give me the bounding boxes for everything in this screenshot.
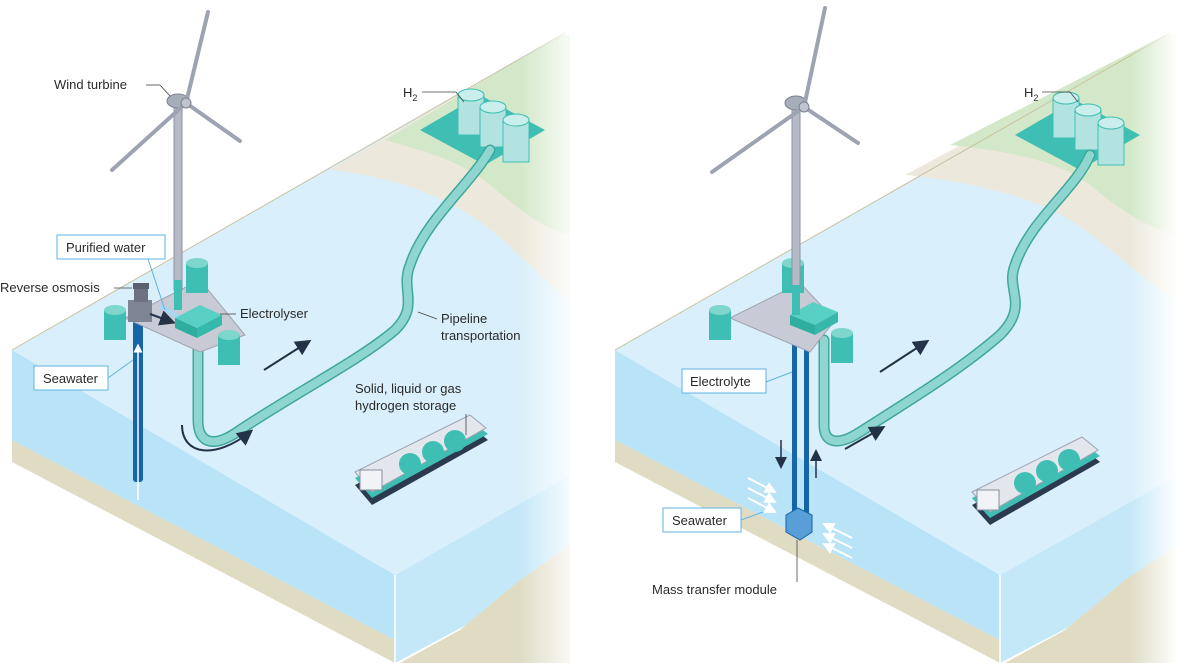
electrolyser-label: Electrolyser [240,306,309,321]
buoy-floats-left [104,258,240,365]
seabed-left [12,440,395,663]
h2-storage-tanks-left [420,88,545,165]
wind-turbine-label: Wind turbine [54,77,127,92]
storage-label-line1: Solid, liquid or gas [355,381,462,396]
mass-transfer-module-label: Mass transfer module [652,582,777,597]
sea-side-left [12,350,395,640]
flow-arrow-r2 [844,426,886,450]
pipeline-label-line2: transportation [441,328,521,343]
wind-turbine-left [110,10,242,310]
reverse-osmosis-label: Reverse osmosis [0,280,100,295]
left-panel: H2 [0,0,580,663]
pipeline-label-line1: Pipeline [441,311,487,326]
seawater-label-right: Seawater [672,513,728,528]
h2-label-left: H2 [403,85,417,103]
seabed-left-r [615,440,1000,663]
flow-arrow-1 [263,339,312,371]
seawater-inflow-arrows [747,477,853,559]
flow-arrow-curve [181,424,254,452]
storage-label-line2: hydrogen storage [355,398,456,413]
hydrogen-ship-left [354,414,488,505]
reverse-osmosis-unit [128,283,152,322]
wind-turbine-right [710,6,860,315]
electrolyser-unit [175,305,222,338]
flow-arrow-r1 [879,339,930,373]
mass-transfer-module [785,507,813,541]
electrolyser-unit-right [790,302,838,335]
purified-water-label: Purified water [66,240,146,255]
h2-label-right: H2 [1024,85,1038,103]
electrolyte-label: Electrolyte [690,374,751,389]
hydrogen-ship-right [971,436,1100,525]
electrolyte-pipes [792,325,809,525]
right-panel: H2 [614,0,1178,663]
seawater-label-left: Seawater [43,371,99,386]
